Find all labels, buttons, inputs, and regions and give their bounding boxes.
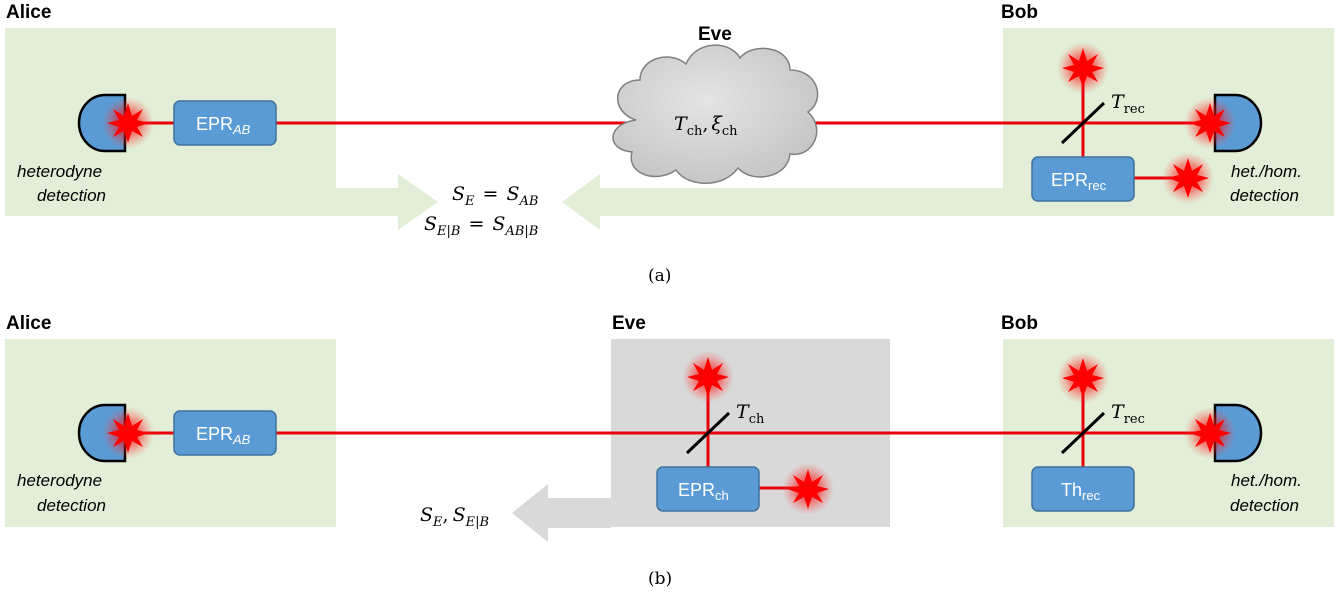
bob-beamsplitter-b xyxy=(1060,411,1106,455)
alice-detector-label1-b: heterodyne xyxy=(17,471,102,490)
caption-a: (a) xyxy=(648,266,671,286)
bob-bs-label-b: Trec xyxy=(1111,401,1145,427)
svg-text:EPRrec: EPRrec xyxy=(1051,170,1107,193)
alice-title-b: Alice xyxy=(6,313,51,334)
bob-top-star-a xyxy=(1057,42,1109,94)
svg-text:EPRAB: EPRAB xyxy=(196,424,251,447)
bob-top-star-b xyxy=(1057,352,1109,404)
bob-beamsplitter-a xyxy=(1060,101,1106,145)
eve-top-star-b xyxy=(682,351,734,403)
bob-title-a: Bob xyxy=(1001,2,1038,23)
bob-detector-label1-b: het./hom. xyxy=(1231,471,1302,490)
entropy-eq2-a: SE|B=SAB|B xyxy=(424,213,538,239)
eve-title-b: Eve xyxy=(612,313,646,334)
bob-th-box-b: Threc xyxy=(1031,466,1135,512)
alice-star-a xyxy=(102,97,154,149)
eve-cloud-a: Tch,ξch xyxy=(612,44,819,184)
bob-detector-label2-a: detection xyxy=(1230,186,1299,205)
svg-text:Threc: Threc xyxy=(1061,480,1101,503)
bob-epr-box-a: EPRrec xyxy=(1031,156,1135,202)
bob-epr-star-a xyxy=(1162,152,1214,204)
entropy-b: SE,SE|B xyxy=(420,504,489,530)
alice-title-a: Alice xyxy=(6,2,51,23)
panel-a: Alice Eve Bob EPRAB heterodyne detection… xyxy=(5,2,1334,286)
eve-bs-label-b: Tch xyxy=(736,401,765,427)
alice-detector-label2-b: detection xyxy=(37,496,106,515)
arrow-from-alice-a xyxy=(336,174,438,230)
alice-detector-label2-a: detection xyxy=(37,186,106,205)
alice-epr-box-b: EPRAB xyxy=(173,410,277,456)
eve-epr-box-b: EPRch xyxy=(656,466,760,512)
bob-bs-label-a: Trec xyxy=(1111,91,1145,117)
bob-detector-label2-b: detection xyxy=(1230,496,1299,515)
bob-detector-star-a xyxy=(1184,97,1236,149)
eve-title-a: Eve xyxy=(698,24,732,45)
eve-epr-star-b xyxy=(782,463,834,515)
alice-detector-label1-a: heterodyne xyxy=(17,162,102,181)
bob-detector-star-b xyxy=(1184,407,1236,459)
panel-b: Alice Eve Bob EPRAB heterodyne detection… xyxy=(5,313,1334,589)
bob-title-b: Bob xyxy=(1001,313,1038,334)
eve-beamsplitter-b xyxy=(685,411,731,455)
alice-star-b xyxy=(102,407,154,459)
alice-epr-box-a: EPRAB xyxy=(173,100,277,146)
caption-b: (b) xyxy=(648,569,672,589)
svg-text:Tch,ξch: Tch,ξch xyxy=(674,113,738,139)
svg-text:EPRAB: EPRAB xyxy=(196,114,251,137)
svg-text:EPRch: EPRch xyxy=(678,480,729,503)
entropy-eq1-a: SE=SAB xyxy=(452,183,538,209)
arrow-from-eve-b xyxy=(512,484,611,542)
arrow-from-bob-a xyxy=(562,174,1003,230)
bob-detector-label1-a: het./hom. xyxy=(1231,162,1302,181)
